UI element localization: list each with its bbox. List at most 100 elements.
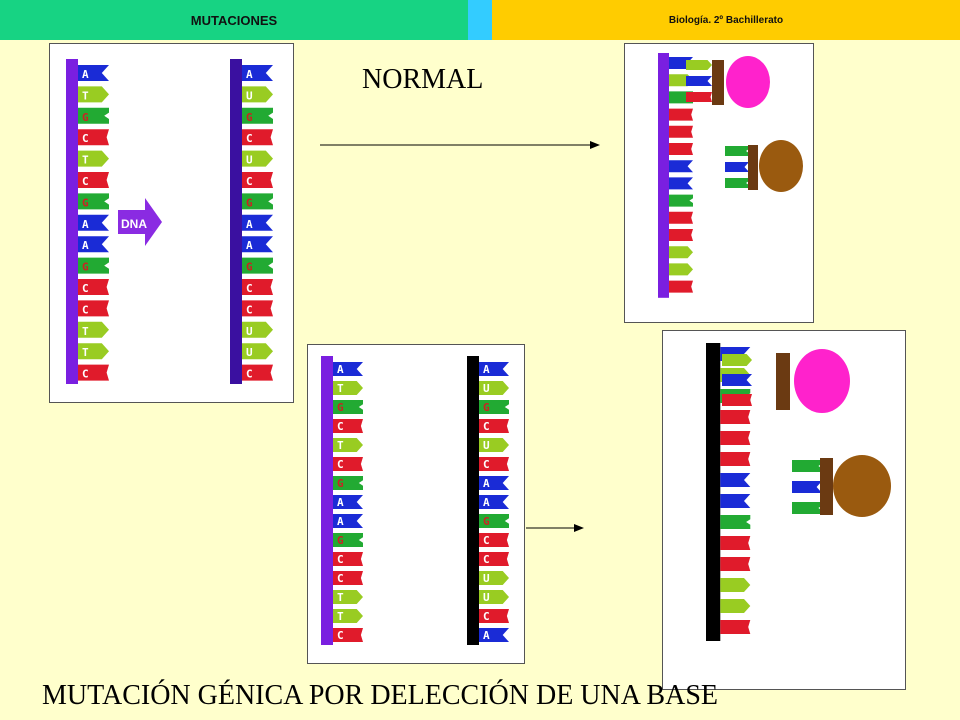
mutant-translation-codon-base xyxy=(720,557,751,571)
mutant-template-backbone xyxy=(321,356,333,645)
normal-mrna-base xyxy=(242,65,273,81)
mutant-template-base xyxy=(333,609,363,623)
mutant-mrna-base xyxy=(479,457,509,471)
normal-mrna-base xyxy=(242,343,273,360)
normal-mrna-base-letter: G xyxy=(246,111,253,124)
normal-template-base-letter: A xyxy=(82,68,89,81)
normal-mrna-base-letter: A xyxy=(246,68,253,81)
mutant-mrna-base-letter: A xyxy=(483,629,490,642)
mutant-translation-codon-base xyxy=(720,410,751,424)
mutant-template-base xyxy=(333,628,363,642)
mutant-mrna-base-letter: U xyxy=(483,382,490,395)
normal-template-base xyxy=(78,321,109,338)
normal-ribosome-large-subunit xyxy=(726,56,770,108)
mutant-template-base xyxy=(333,514,363,528)
mutation-caption: MUTACIÓN GÉNICA POR DELECCIÓN DE UNA BAS… xyxy=(42,680,718,711)
mutant-mrna-base-letter: G xyxy=(483,515,490,528)
normal-translation-codon-base xyxy=(669,246,693,259)
normal-template-base-letter: T xyxy=(82,154,89,167)
normal-translation-codon-base xyxy=(669,194,693,207)
mutant-mrna-base-letter: C xyxy=(483,534,490,547)
normal-template-base xyxy=(78,236,109,253)
normal-template-base xyxy=(78,172,109,188)
mutant-mrna-base xyxy=(479,495,509,509)
normal-translation-codon-base xyxy=(669,229,693,241)
mutant-mrna-base xyxy=(479,533,509,547)
normal-mrna-base-letter: U xyxy=(246,154,253,167)
normal-trna2-anticodon xyxy=(725,162,749,172)
mutant-template-base-letter: C xyxy=(337,553,344,566)
mutant-template-base-letter: G xyxy=(337,534,344,547)
normal-mrna-backbone xyxy=(230,59,242,384)
mutant-translation-codon-base xyxy=(720,431,751,445)
normal-mrna-base-letter: C xyxy=(246,132,253,145)
normal-translation-codon-base xyxy=(669,263,693,276)
mutant-mrna-base-letter: C xyxy=(483,458,490,471)
normal-template-base-letter: C xyxy=(82,303,89,316)
mutant-mrna-base xyxy=(479,362,509,376)
normal-mrna-base-letter: U xyxy=(246,346,253,359)
mutant-mrna-base xyxy=(479,438,509,452)
mutant-mrna-base-letter: A xyxy=(483,477,490,490)
mutant-translation-codon-base xyxy=(720,452,751,466)
mutant-trna-anticodon xyxy=(722,354,752,366)
normal-mrna-base xyxy=(242,150,273,167)
mutant-trna2-anticodon xyxy=(792,481,822,493)
mutant-translation-codon-base xyxy=(720,515,751,529)
mutant-mrna-base-letter: G xyxy=(483,401,490,414)
mutant-ribosome-small-subunit xyxy=(833,455,891,517)
normal-mrna-base xyxy=(242,257,273,274)
normal-mrna-base-letter: C xyxy=(246,303,253,316)
mutant-template-base-letter: C xyxy=(337,629,344,642)
mutant-arrow-head xyxy=(574,524,584,532)
normal-template-base xyxy=(78,65,109,81)
mutant-mrna-base xyxy=(479,400,509,414)
normal-mrna-base xyxy=(242,129,273,146)
mutant-translation-codon-base xyxy=(720,536,751,550)
mutant-translation-codon-base xyxy=(720,494,751,508)
mutant-template-base xyxy=(333,457,363,471)
mutant-translation-codon-base xyxy=(720,578,751,592)
course-title: Biología. 2º Bachillerato xyxy=(492,0,960,40)
mutant-template-base xyxy=(333,552,363,566)
mutant-template-base-letter: G xyxy=(337,477,344,490)
mutant-template-base xyxy=(333,571,363,585)
normal-mrna-base-letter: C xyxy=(246,282,253,295)
normal-template-base xyxy=(78,193,109,210)
mutant-template-base xyxy=(333,419,363,433)
normal-translation-codon-base xyxy=(669,125,693,138)
mutant-template-base-letter: T xyxy=(337,610,344,623)
normal-template-base xyxy=(78,107,109,124)
normal-mrna-base-letter: C xyxy=(246,175,253,188)
mutant-mrna-base-letter: A xyxy=(483,363,490,376)
mutant-ribosome-large-subunit xyxy=(794,349,850,413)
normal-template-base-letter: C xyxy=(82,132,89,145)
normal-trna-stem xyxy=(712,60,724,105)
normal-template-base-letter: A xyxy=(82,239,89,252)
normal-mrna-base-letter: G xyxy=(246,261,253,274)
mutant-mrna-base xyxy=(479,476,509,490)
normal-template-base xyxy=(78,279,109,295)
mutant-mrna-base xyxy=(479,628,509,642)
normal-trna-anticodon xyxy=(686,60,712,70)
normal-mrna-base-letter: A xyxy=(246,239,253,252)
normal-mrna-base-letter: G xyxy=(246,196,253,209)
mutant-mrna-base-letter: C xyxy=(483,553,490,566)
mutant-translation-codon-base xyxy=(720,473,751,487)
normal-template-base xyxy=(78,300,109,317)
normal-trna2-stem xyxy=(748,145,758,190)
normal-translation-codon-base xyxy=(669,280,693,293)
mutant-mrna-base-letter: U xyxy=(483,439,490,452)
normal-template-base-letter: A xyxy=(82,218,89,231)
normal-mrna-base xyxy=(242,214,273,231)
mutant-template-base-letter: C xyxy=(337,420,344,433)
mutant-template-base-letter: A xyxy=(337,363,344,376)
normal-template-base-letter: C xyxy=(82,282,89,295)
mutant-trna2-anticodon xyxy=(792,502,822,514)
mutant-mrna-base xyxy=(479,609,509,623)
normal-mrna-base-letter: A xyxy=(246,218,253,231)
normal-mrna-base xyxy=(242,236,273,253)
normal-template-base-letter: G xyxy=(82,196,89,209)
normal-mrna-base xyxy=(242,279,273,295)
normal-template-base-letter: G xyxy=(82,261,89,274)
